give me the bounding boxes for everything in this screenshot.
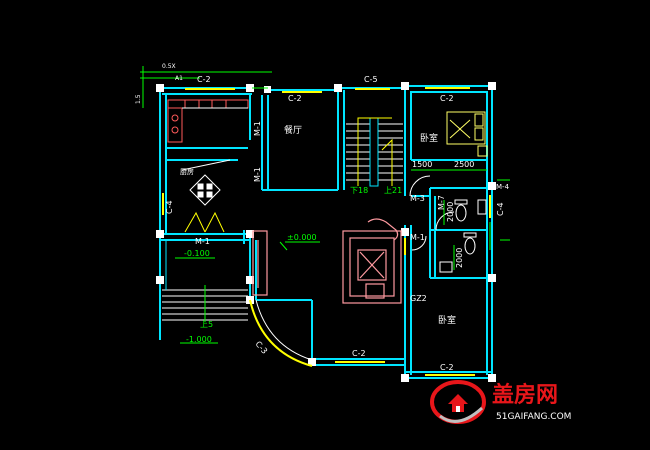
level-mark: ±0.000 xyxy=(287,233,317,242)
door-swings xyxy=(184,175,455,251)
door-label: M-1 xyxy=(195,237,210,246)
bed xyxy=(446,111,488,157)
door-label: M-7 xyxy=(437,195,446,210)
note-text: A1 xyxy=(175,75,183,82)
stove-fixture xyxy=(181,159,231,206)
door-label: M-1 xyxy=(410,233,425,242)
window-label: C-2 xyxy=(352,349,366,358)
note-text: 0.5X xyxy=(162,63,176,70)
gaifang-logo: 盖房网 51GAIFANG.COM xyxy=(430,380,571,424)
logo-url: 51GAIFANG.COM xyxy=(496,412,571,422)
bathroom-fixtures xyxy=(439,199,487,273)
kitchen-counter xyxy=(167,99,249,143)
room-name: 厨房 xyxy=(180,167,194,176)
dimension-lines xyxy=(140,66,510,344)
curved-window xyxy=(249,299,313,367)
living-room-sofa xyxy=(252,218,402,304)
window-label: C-5 xyxy=(364,75,378,84)
dimension-text: 2500 xyxy=(454,160,474,169)
door-label: M-3 xyxy=(410,194,425,203)
window-label: C-2 xyxy=(440,94,454,103)
door-label: M-1 xyxy=(253,121,262,136)
step-label: 上5 xyxy=(200,320,213,329)
stair-label: 上21 xyxy=(384,186,402,195)
window-label: C-4 xyxy=(165,200,174,214)
house-icon xyxy=(430,380,486,424)
note-text: 1.5 xyxy=(135,94,142,104)
level-mark: -1.000 xyxy=(186,335,212,344)
windows xyxy=(162,87,491,376)
plan-labels: C-2 C-2 C-5 C-2 C-4 C-4 C-2 C-2 M-1 M-1 … xyxy=(135,63,510,372)
door-label: M-4 xyxy=(496,183,510,191)
walls xyxy=(159,85,493,380)
window-label: C-2 xyxy=(440,363,454,372)
door-label: M-1 xyxy=(253,167,262,182)
dimension-text: 2000 xyxy=(446,202,455,222)
dimension-text: 2000 xyxy=(455,248,464,268)
level-mark: -0.100 xyxy=(184,249,210,258)
dimension-text: 1500 xyxy=(412,160,432,169)
column-label: GZ2 xyxy=(410,294,427,303)
window-label: C-4 xyxy=(496,202,505,216)
room-name: 卧室 xyxy=(438,314,456,326)
columns xyxy=(156,82,496,382)
arc-label: C-3 xyxy=(253,340,269,356)
stair-label: 下18 xyxy=(350,186,368,195)
staircase xyxy=(346,117,403,187)
window-label: C-2 xyxy=(197,75,211,84)
window-label: C-2 xyxy=(288,94,302,103)
logo-name: 盖房网 xyxy=(492,382,558,408)
room-name: 餐厅 xyxy=(284,124,302,136)
room-name: 卧室 xyxy=(420,132,438,144)
